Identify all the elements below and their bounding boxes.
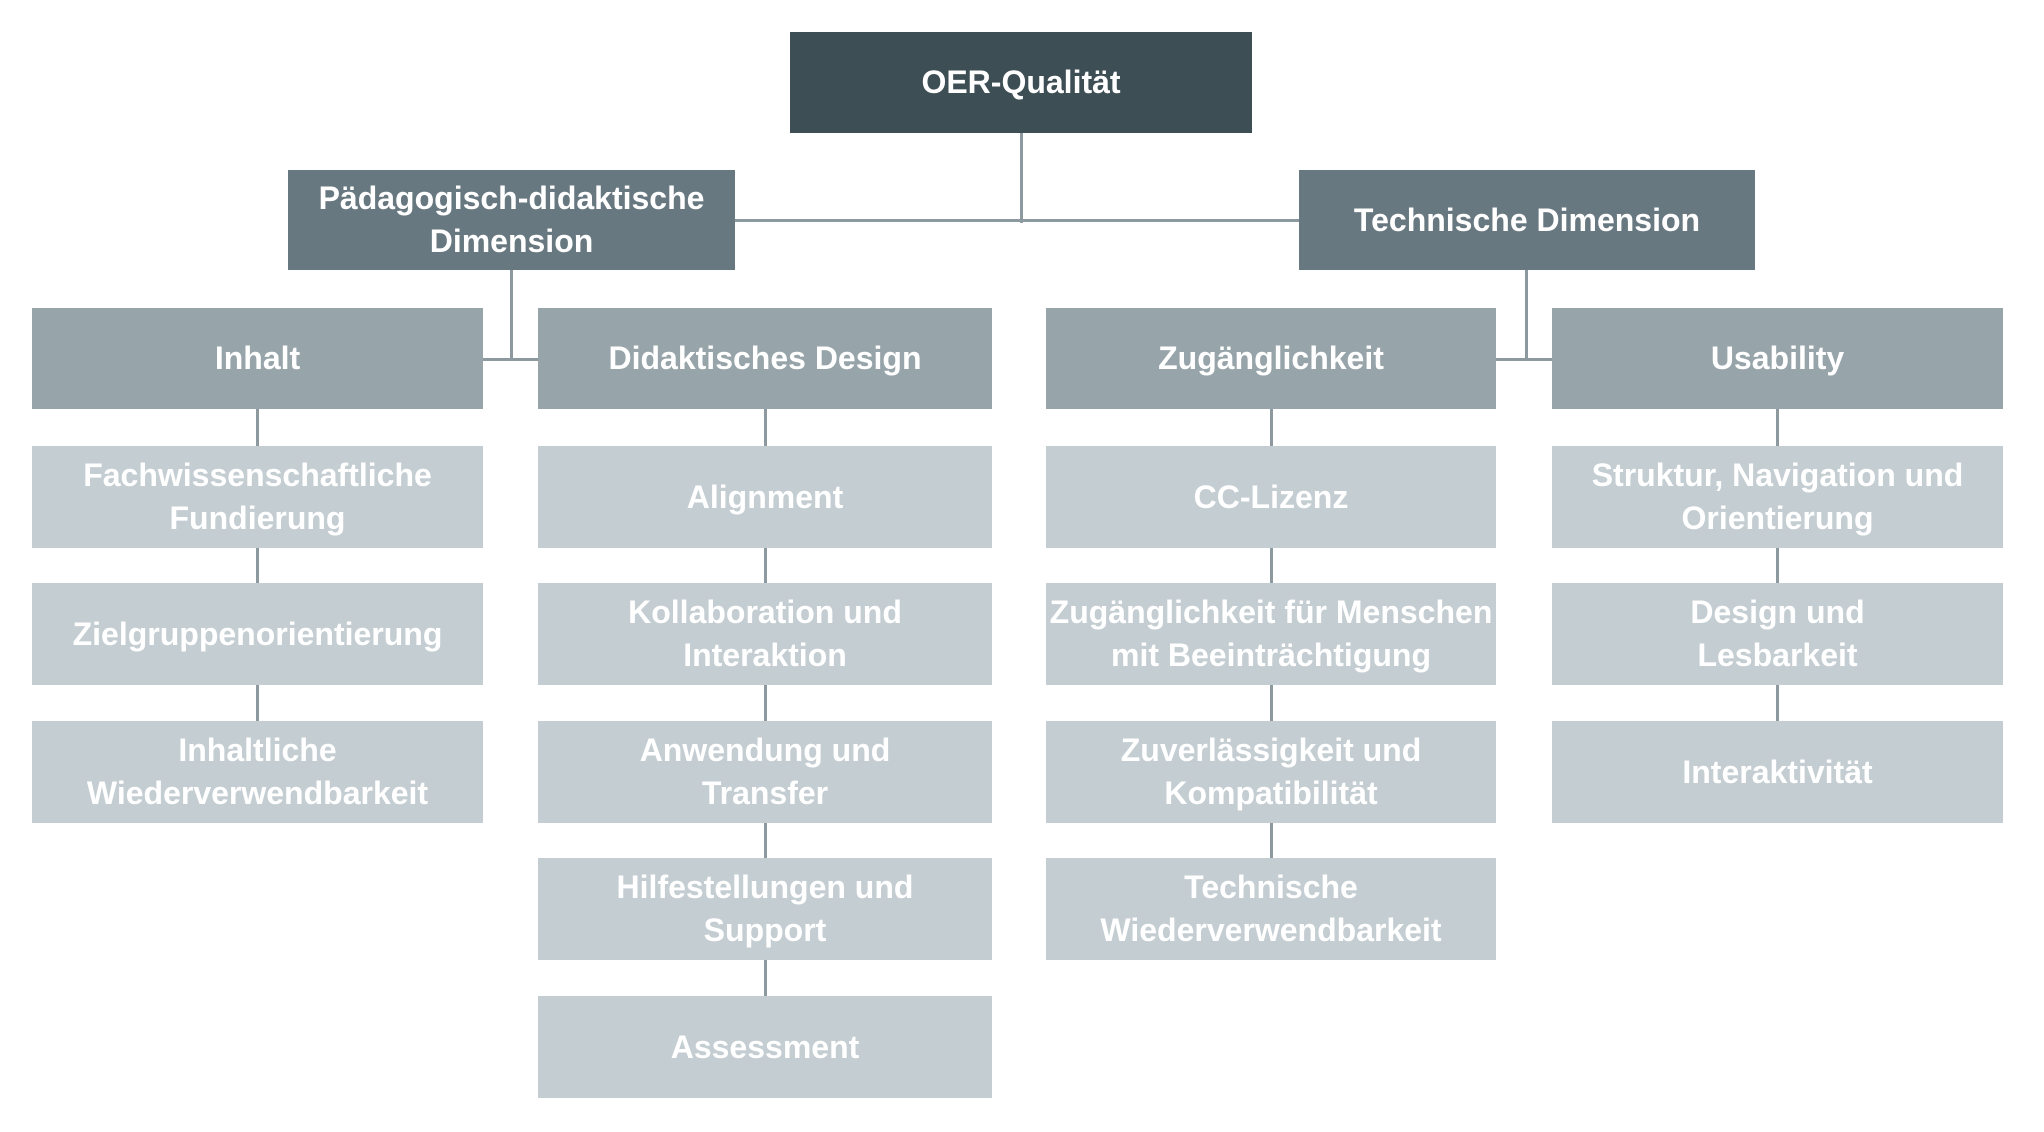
node-zugaenglichkeit-fuer-menschen-mit-beeintraechtigung: Zugänglichkeit für Menschen mit Beeinträ… [1046,583,1496,685]
connector-root-vertical [1020,132,1023,223]
connector-dim-right-horizontal [1496,358,1552,361]
node-zielgruppenorientierung: Zielgruppenorientierung [32,583,483,685]
node-kollaboration-und-interaktion: Kollaboration und Interaktion [538,583,992,685]
node-paedagogisch-didaktische-dimension: Pädagogisch-didaktische Dimension [288,170,735,270]
connector-column-didaktisches-design [764,409,767,998]
node-usability: Usability [1552,308,2003,409]
connector-column-inhalt [256,409,259,723]
node-hilfestellungen-und-support: Hilfestellungen und Support [538,858,992,960]
connector-column-usability [1776,409,1779,723]
node-inhaltliche-wiederverwendbarkeit: Inhaltliche Wiederverwendbarkeit [32,721,483,823]
node-alignment: Alignment [538,446,992,548]
node-design-und-lesbarkeit: Design und Lesbarkeit [1552,583,2003,685]
node-struktur-navigation-und-orientierung: Struktur, Navigation und Orientierung [1552,446,2003,548]
node-zuverlaessigkeit-und-kompatibilitaet: Zuverlässigkeit und Kompatibilität [1046,721,1496,823]
node-fachwissenschaftliche-fundierung: Fachwissenschaftliche Fundierung [32,446,483,548]
node-technische-dimension: Technische Dimension [1299,170,1755,270]
connector-dim-left-vertical [510,269,513,361]
node-didaktisches-design: Didaktisches Design [538,308,992,409]
node-oer-qualitaet: OER-Qualität [790,32,1252,133]
node-zugaenglichkeit: Zugänglichkeit [1046,308,1496,409]
connector-dim-left-horizontal [483,358,538,361]
node-inhalt: Inhalt [32,308,483,409]
node-technische-wiederverwendbarkeit: Technische Wiederverwendbarkeit [1046,858,1496,960]
node-cc-lizenz: CC-Lizenz [1046,446,1496,548]
connector-root-horizontal [735,219,1299,222]
connector-dim-right-vertical [1525,268,1528,361]
node-assessment: Assessment [538,996,992,1098]
node-interaktivitaet: Interaktivität [1552,721,2003,823]
node-anwendung-und-transfer: Anwendung und Transfer [538,721,992,823]
